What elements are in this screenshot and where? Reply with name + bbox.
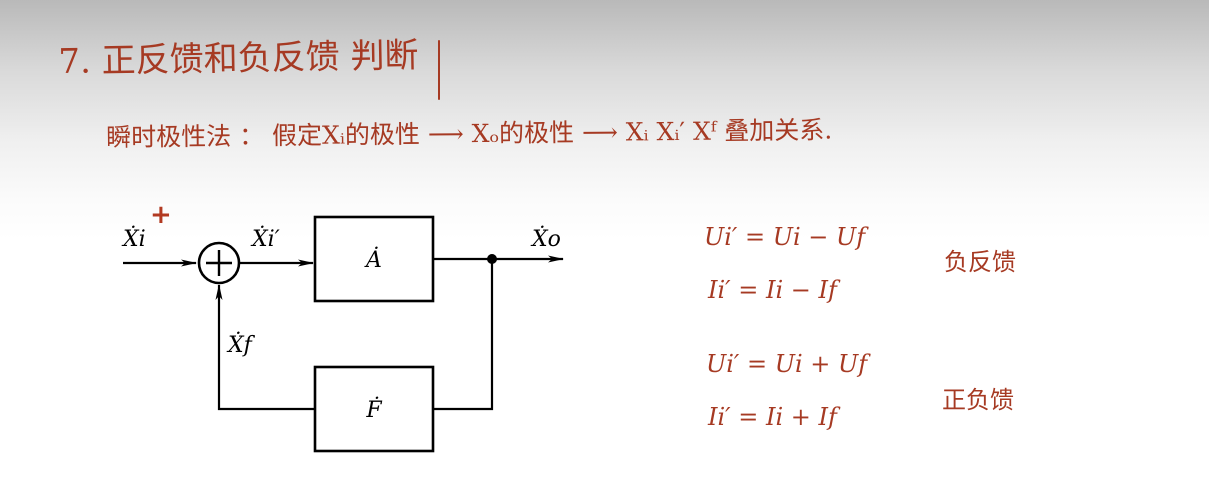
input-polarity-mark: + <box>150 200 172 230</box>
equation-positive-voltage: Ui′ = Ui + Uf <box>706 350 868 378</box>
output-label: Ẋo <box>530 225 561 252</box>
equation-negative-current: Ii′ = Ii − If <box>708 276 837 304</box>
feedback-label: Ẋf <box>226 331 256 358</box>
feedback-block-label: Ḟ <box>365 396 382 423</box>
equation-positive-current: Ii′ = Ii + If <box>708 403 837 431</box>
summer-output-label: Ẋi′ <box>250 225 280 252</box>
negative-feedback-tag: 负反馈 <box>944 248 1016 276</box>
title-underline-stroke <box>438 40 440 100</box>
input-label: Ẋi <box>121 225 146 252</box>
forward-block <box>313 215 435 303</box>
positive-feedback-tag: 正负馈 <box>942 386 1014 414</box>
feedback-path-right <box>433 259 494 411</box>
forward-block-label: Ȧ <box>364 246 382 273</box>
feedback-path-left <box>215 284 315 411</box>
equation-negative-voltage: Ui′ = Ui − Uf <box>704 223 866 251</box>
